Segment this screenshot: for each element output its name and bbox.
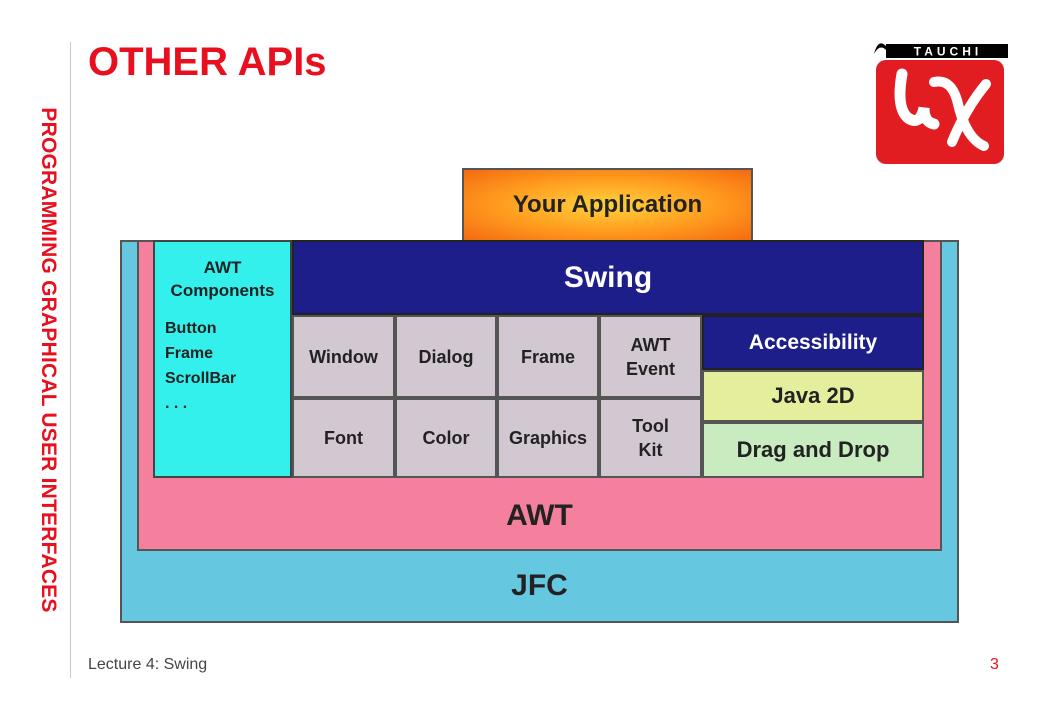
dialog-cell: Dialog — [395, 315, 497, 398]
awt-event-line2: Event — [625, 358, 676, 379]
your-application-box: Your Application — [462, 168, 753, 242]
footer-lecture: Lecture 4: Swing — [88, 656, 208, 673]
toolkit-line1: Tool — [632, 416, 669, 436]
awt-component-item: Button — [165, 320, 217, 337]
awt-components-title-line2: Components — [170, 281, 275, 300]
awt-component-item: Frame — [165, 345, 214, 362]
accessibility-box: Accessibility — [702, 315, 924, 370]
toolkit-line2: Kit — [638, 440, 663, 460]
java2d-box: Java 2D — [702, 370, 924, 422]
graphics-cell: Graphics — [497, 398, 599, 478]
awt-components-title-line1: AWT — [203, 258, 242, 277]
awt-event-cell: AWT Event — [599, 315, 702, 398]
awt-label: AWT — [506, 499, 573, 532]
jfc-label: JFC — [511, 569, 568, 602]
tauchi-logo-graphic: TAUCHI — [874, 43, 1008, 164]
awt-components-title: AWT Components — [155, 256, 290, 302]
color-cell: Color — [395, 398, 497, 478]
window-cell: Window — [292, 315, 395, 398]
awt-event-line1: AWT — [630, 334, 671, 355]
sidebar-divider — [70, 42, 71, 678]
logo-text: TAUCHI — [914, 45, 982, 59]
awt-component-item: ScrollBar — [165, 370, 237, 387]
slide-title: OTHER APIs — [88, 40, 327, 84]
awt-components-box: AWT Components Button Frame ScrollBar . … — [153, 240, 292, 478]
tauchi-logo: TAUCHI — [872, 38, 1008, 166]
page-number: 3 — [990, 656, 999, 673]
swing-box: Swing — [292, 240, 924, 315]
drag-and-drop-box: Drag and Drop — [702, 422, 924, 478]
awt-components-list: Button Frame ScrollBar . . . — [165, 316, 290, 416]
sidebar-title: PROGRAMMING GRAPHICAL USER INTERFACES — [37, 107, 60, 613]
toolkit-cell: Tool Kit — [599, 398, 702, 478]
awt-component-item: . . . — [165, 395, 188, 412]
font-cell: Font — [292, 398, 395, 478]
frame-cell: Frame — [497, 315, 599, 398]
